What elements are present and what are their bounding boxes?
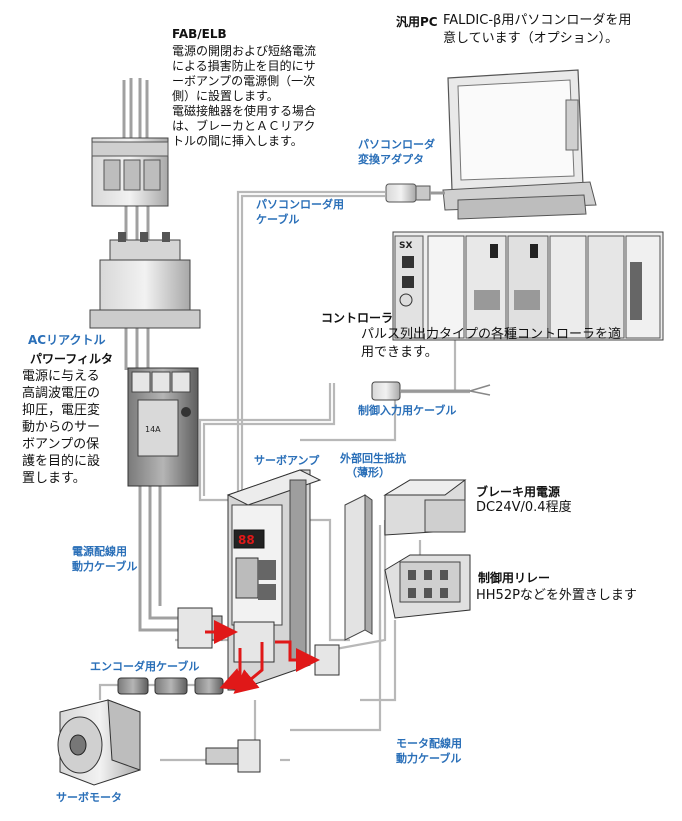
amp-display: 88 xyxy=(238,533,255,547)
power-filter-title: パワーフィルタ xyxy=(30,352,114,366)
brake-power-title: ブレーキ用電源 xyxy=(476,485,561,499)
servo-motor-label: サーボモータ xyxy=(56,791,122,804)
red-arrows xyxy=(205,620,320,694)
motor-cable-label: モータ配線用動力ケーブル xyxy=(396,737,462,765)
control-relay xyxy=(384,554,471,619)
fab-description: 電源の開閉および短絡電流による損害防止を目的にサーボアンプの電源側（一次 側）に… xyxy=(172,44,317,148)
control-cable-label: 制御入力用ケーブル xyxy=(358,404,457,417)
personal-computer xyxy=(442,69,597,220)
external-regen-resistor xyxy=(344,494,373,641)
adapter-label: パソコンローダ変換アダプタ xyxy=(358,138,435,166)
controller-brand: SX xyxy=(399,241,412,251)
encoder-cable-connectors xyxy=(117,677,224,695)
ac-reactor-label: ACリアクトル xyxy=(28,333,106,347)
servo-amp-label: サーボアンプ xyxy=(254,454,320,467)
servo-amplifier: 88 xyxy=(226,469,322,691)
brake-power-description: DC24V/0.4程度 xyxy=(476,500,572,515)
power-connector xyxy=(177,607,223,649)
brake-power-supply xyxy=(383,479,467,536)
encoder-cable-label: エンコーダ用ケーブル xyxy=(90,660,200,673)
filter-rating: 14A xyxy=(145,425,161,434)
servo-motor xyxy=(57,699,141,786)
control-cable-connector xyxy=(371,381,491,401)
ac-reactor xyxy=(89,232,201,329)
ext-resistor-label: 外部回生抵抗（薄形） xyxy=(340,452,406,479)
loader-cable-label: パソコンローダ用ケーブル xyxy=(256,198,344,226)
controller-title: コントローラ xyxy=(321,311,394,325)
breaker-fab xyxy=(91,137,169,207)
relay-title: 制御用リレー xyxy=(478,571,551,585)
controller-unit: SX xyxy=(392,231,664,341)
loader-adapter xyxy=(385,183,445,203)
power-filter-description: 電源に与える高調波電圧の 抑圧，電圧変動からのサー ボアンプの保護を目的に設 置… xyxy=(22,369,101,486)
pc-title: 汎用PC xyxy=(396,15,438,29)
fab-title: FAB/ELB xyxy=(172,27,227,41)
power-cable-label: 電源配線用動力ケーブル xyxy=(72,545,138,573)
pc-description: FALDIC-β用パソコンローダを用意しています（オプション）。 xyxy=(443,13,632,46)
relay-description: HH52Pなどを外置きします xyxy=(476,588,637,603)
power-filter: 14A xyxy=(127,367,199,487)
controller-description: パルス列出力タイプの各種コントローラを適用できます。 xyxy=(361,327,622,360)
